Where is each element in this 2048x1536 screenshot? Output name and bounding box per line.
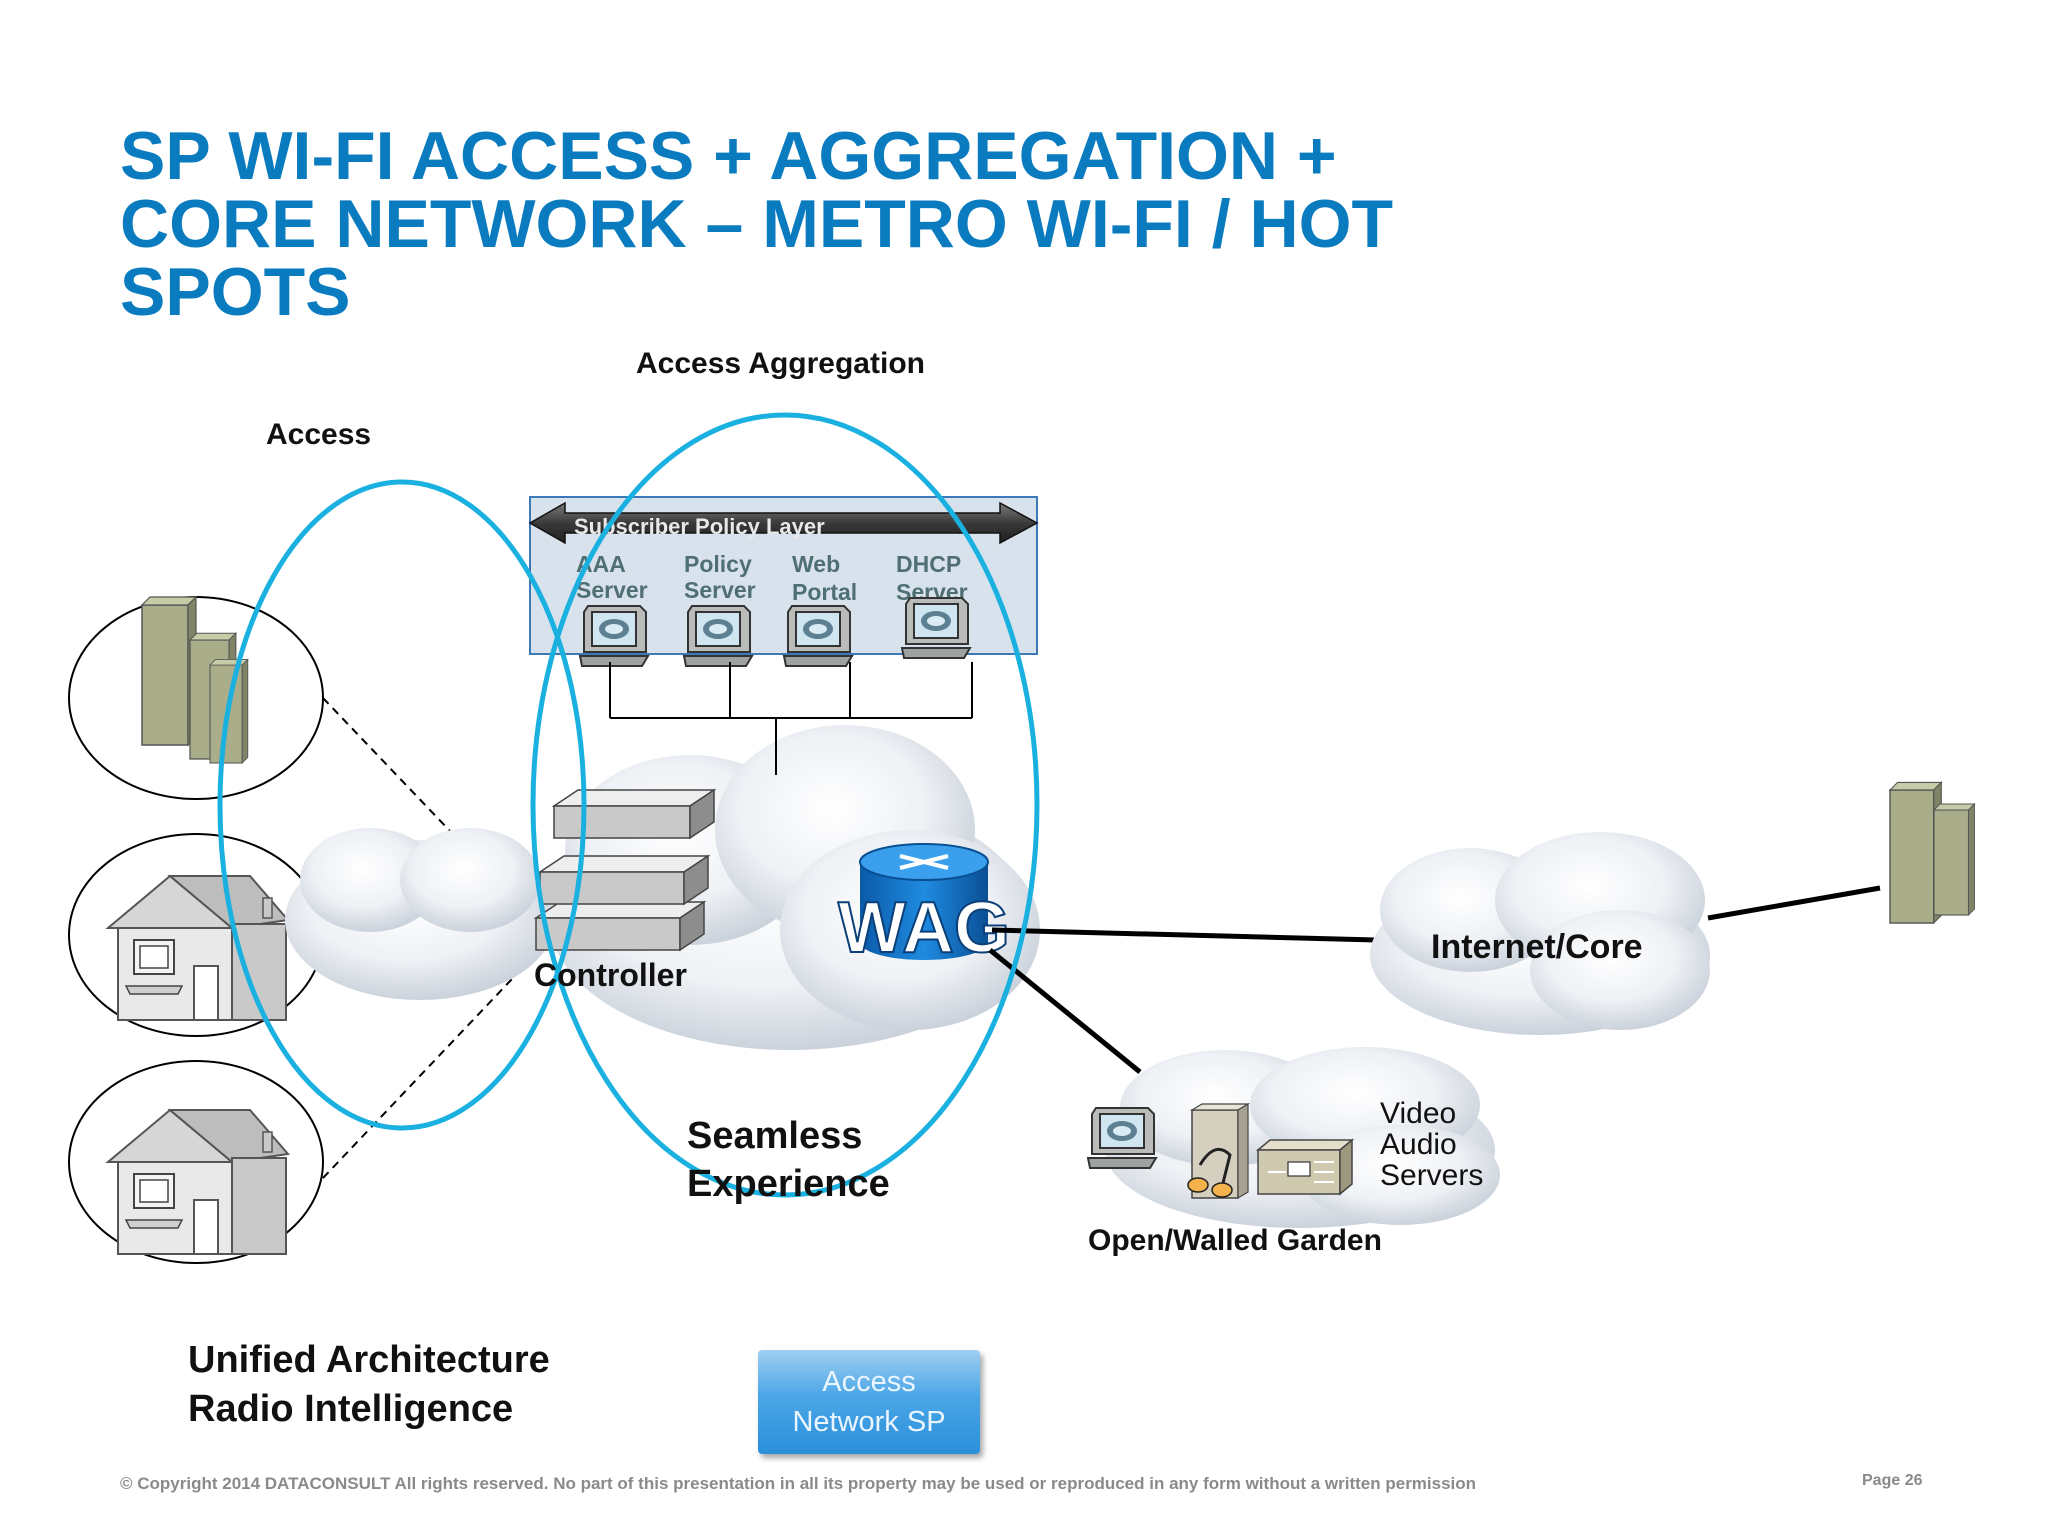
servers-label: Servers (1380, 1159, 1483, 1192)
page-number: Page 26 (1862, 1472, 1923, 1489)
server-web-portal: Web Portal (783, 551, 857, 667)
video-label: Video (1380, 1097, 1456, 1130)
audio-label: Audio (1380, 1128, 1457, 1161)
server-dhcp-line1: DHCP (896, 551, 961, 577)
server-aaa-line2: Server (576, 577, 648, 603)
access-ellipse (217, 479, 587, 1131)
seamless-line2: Experience (687, 1163, 890, 1205)
controller-label: Controller (534, 957, 687, 993)
server-policy-line2: Server (684, 577, 756, 603)
video-server-icon (1255, 1138, 1355, 1196)
wag-router-icon: WAG (837, 843, 1011, 969)
unified-line2: Radio Intelligence (188, 1388, 513, 1430)
access-site-home-2 (68, 1060, 324, 1264)
internet-core-label: Internet/Core (1431, 928, 1643, 966)
server-web-line2: Portal (792, 579, 857, 605)
server-policy-line1: Policy (684, 551, 752, 577)
access-network-sp-button[interactable]: Access Network SP (758, 1350, 980, 1454)
access-cloud (285, 828, 555, 1000)
server-bus (609, 662, 973, 775)
slide-title: SP WI-FI ACCESS + AGGREGATION + CORE NET… (120, 118, 1394, 330)
copyright-footer: © Copyright 2014 DATACONSULT All rights … (120, 1474, 1477, 1493)
access-label: Access (266, 418, 371, 451)
aggregation-ellipse (530, 412, 1040, 1198)
controller-icon (533, 788, 717, 952)
audio-server-icon (1187, 1102, 1251, 1200)
access-aggregation-label: Access Aggregation (636, 347, 925, 380)
garden-pc-icon (1087, 1107, 1157, 1169)
wag-label: WAG (838, 888, 1010, 968)
unified-line1: Unified Architecture (188, 1339, 550, 1381)
access-site-buildings (68, 596, 324, 800)
server-web-line1: Web (792, 551, 840, 577)
server-dhcp: DHCP Server (896, 551, 971, 659)
remote-building-icon (1889, 781, 1976, 924)
internet-core-cloud (1370, 832, 1710, 1035)
garden-label: Open/Walled Garden (1088, 1224, 1382, 1257)
access-site-home-1 (68, 833, 324, 1037)
server-policy: Policy Server (683, 551, 756, 667)
seamless-line1: Seamless (687, 1115, 862, 1157)
access-network-sp-label: Access Network SP (792, 1366, 946, 1438)
